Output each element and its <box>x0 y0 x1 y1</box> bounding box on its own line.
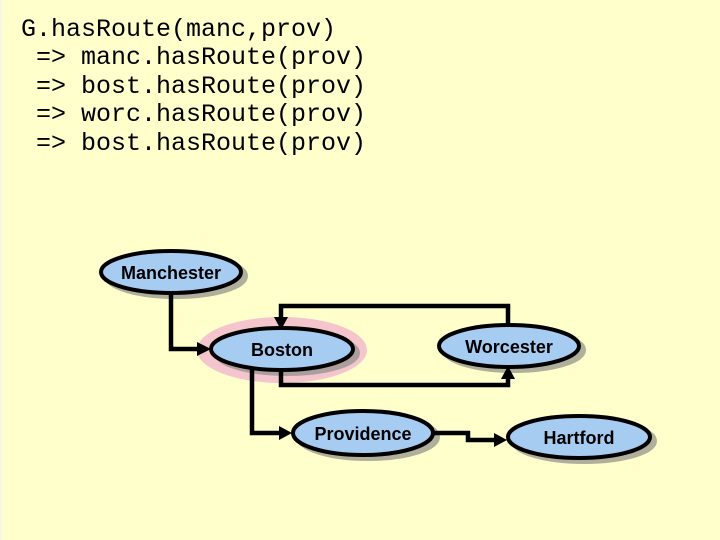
hartford-label: Hartford <box>544 428 615 448</box>
method-call-trace: G.hasRoute(manc,prov) => manc.hasRoute(p… <box>21 15 367 158</box>
boston-ellipse <box>209 326 355 372</box>
node-manchester: Manchester <box>99 249 243 295</box>
manchester-ellipse <box>99 249 243 295</box>
boston-label: Boston <box>251 340 313 360</box>
arrowhead-into-providence-left <box>279 426 292 440</box>
arrowhead-into-worcester-bottom <box>501 366 515 379</box>
edge-providence-hartford <box>433 430 507 447</box>
worcester-label: Worcester <box>465 337 553 357</box>
node-worcester: Worcester <box>437 323 581 369</box>
edge-manchester-boston <box>168 290 211 356</box>
worcester-ellipse <box>437 323 581 369</box>
graph-edges <box>168 290 515 447</box>
hartford-ellipse <box>506 414 652 460</box>
trace-line: => bost.hasRoute(prov) <box>21 128 367 158</box>
edge-worcester-boston <box>274 303 511 330</box>
arrowhead-into-hartford-left <box>494 433 507 447</box>
providence-label: Providence <box>314 424 411 444</box>
trace-line: => manc.hasRoute(prov) <box>21 43 367 73</box>
node-hartford: Hartford <box>506 414 652 460</box>
graph-nodes: Manchester Boston Worcester Providence H… <box>99 249 652 460</box>
manchester-label: Manchester <box>121 263 221 283</box>
arrowhead-into-boston-top <box>274 317 288 330</box>
node-providence: Providence <box>291 409 435 457</box>
arrowhead-into-boston-left <box>197 342 211 356</box>
trace-line: => bost.hasRoute(prov) <box>21 71 367 101</box>
node-boston: Boston <box>209 326 355 372</box>
providence-ellipse <box>291 409 435 457</box>
edge-boston-providence <box>249 367 292 440</box>
trace-line: => worc.hasRoute(prov) <box>21 100 367 130</box>
edge-boston-worcester <box>278 366 515 388</box>
trace-line: G.hasRoute(manc,prov) <box>21 15 337 44</box>
